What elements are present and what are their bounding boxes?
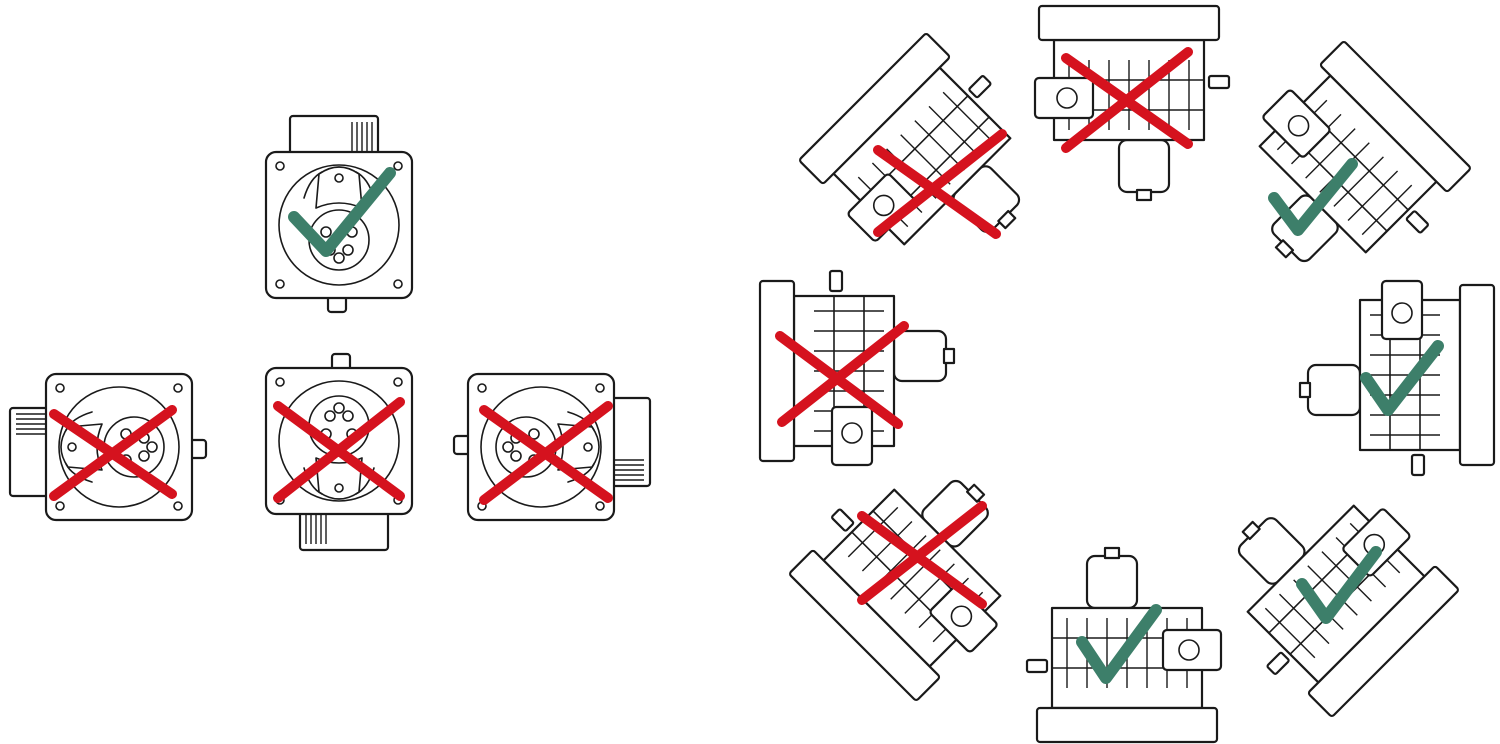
check-mark-icon (1268, 158, 1358, 240)
cross-mark-icon (856, 500, 988, 610)
cross-mark-icon (478, 400, 614, 506)
check-mark-icon (1076, 604, 1162, 686)
cross-mark-icon (868, 128, 1008, 239)
cross-mark-icon (272, 396, 406, 504)
side-view-top (1024, 0, 1234, 202)
check-mark-icon (1360, 340, 1444, 418)
side-view-top-left (799, 33, 1036, 270)
cross-mark-icon (1060, 47, 1194, 154)
cross-mark-icon (774, 321, 910, 429)
side-view-bottom-left (789, 464, 1026, 701)
side-view-bottom (1022, 546, 1232, 744)
check-mark-icon (1296, 546, 1382, 626)
cross-mark-icon (48, 402, 178, 502)
check-mark-icon (288, 165, 398, 265)
